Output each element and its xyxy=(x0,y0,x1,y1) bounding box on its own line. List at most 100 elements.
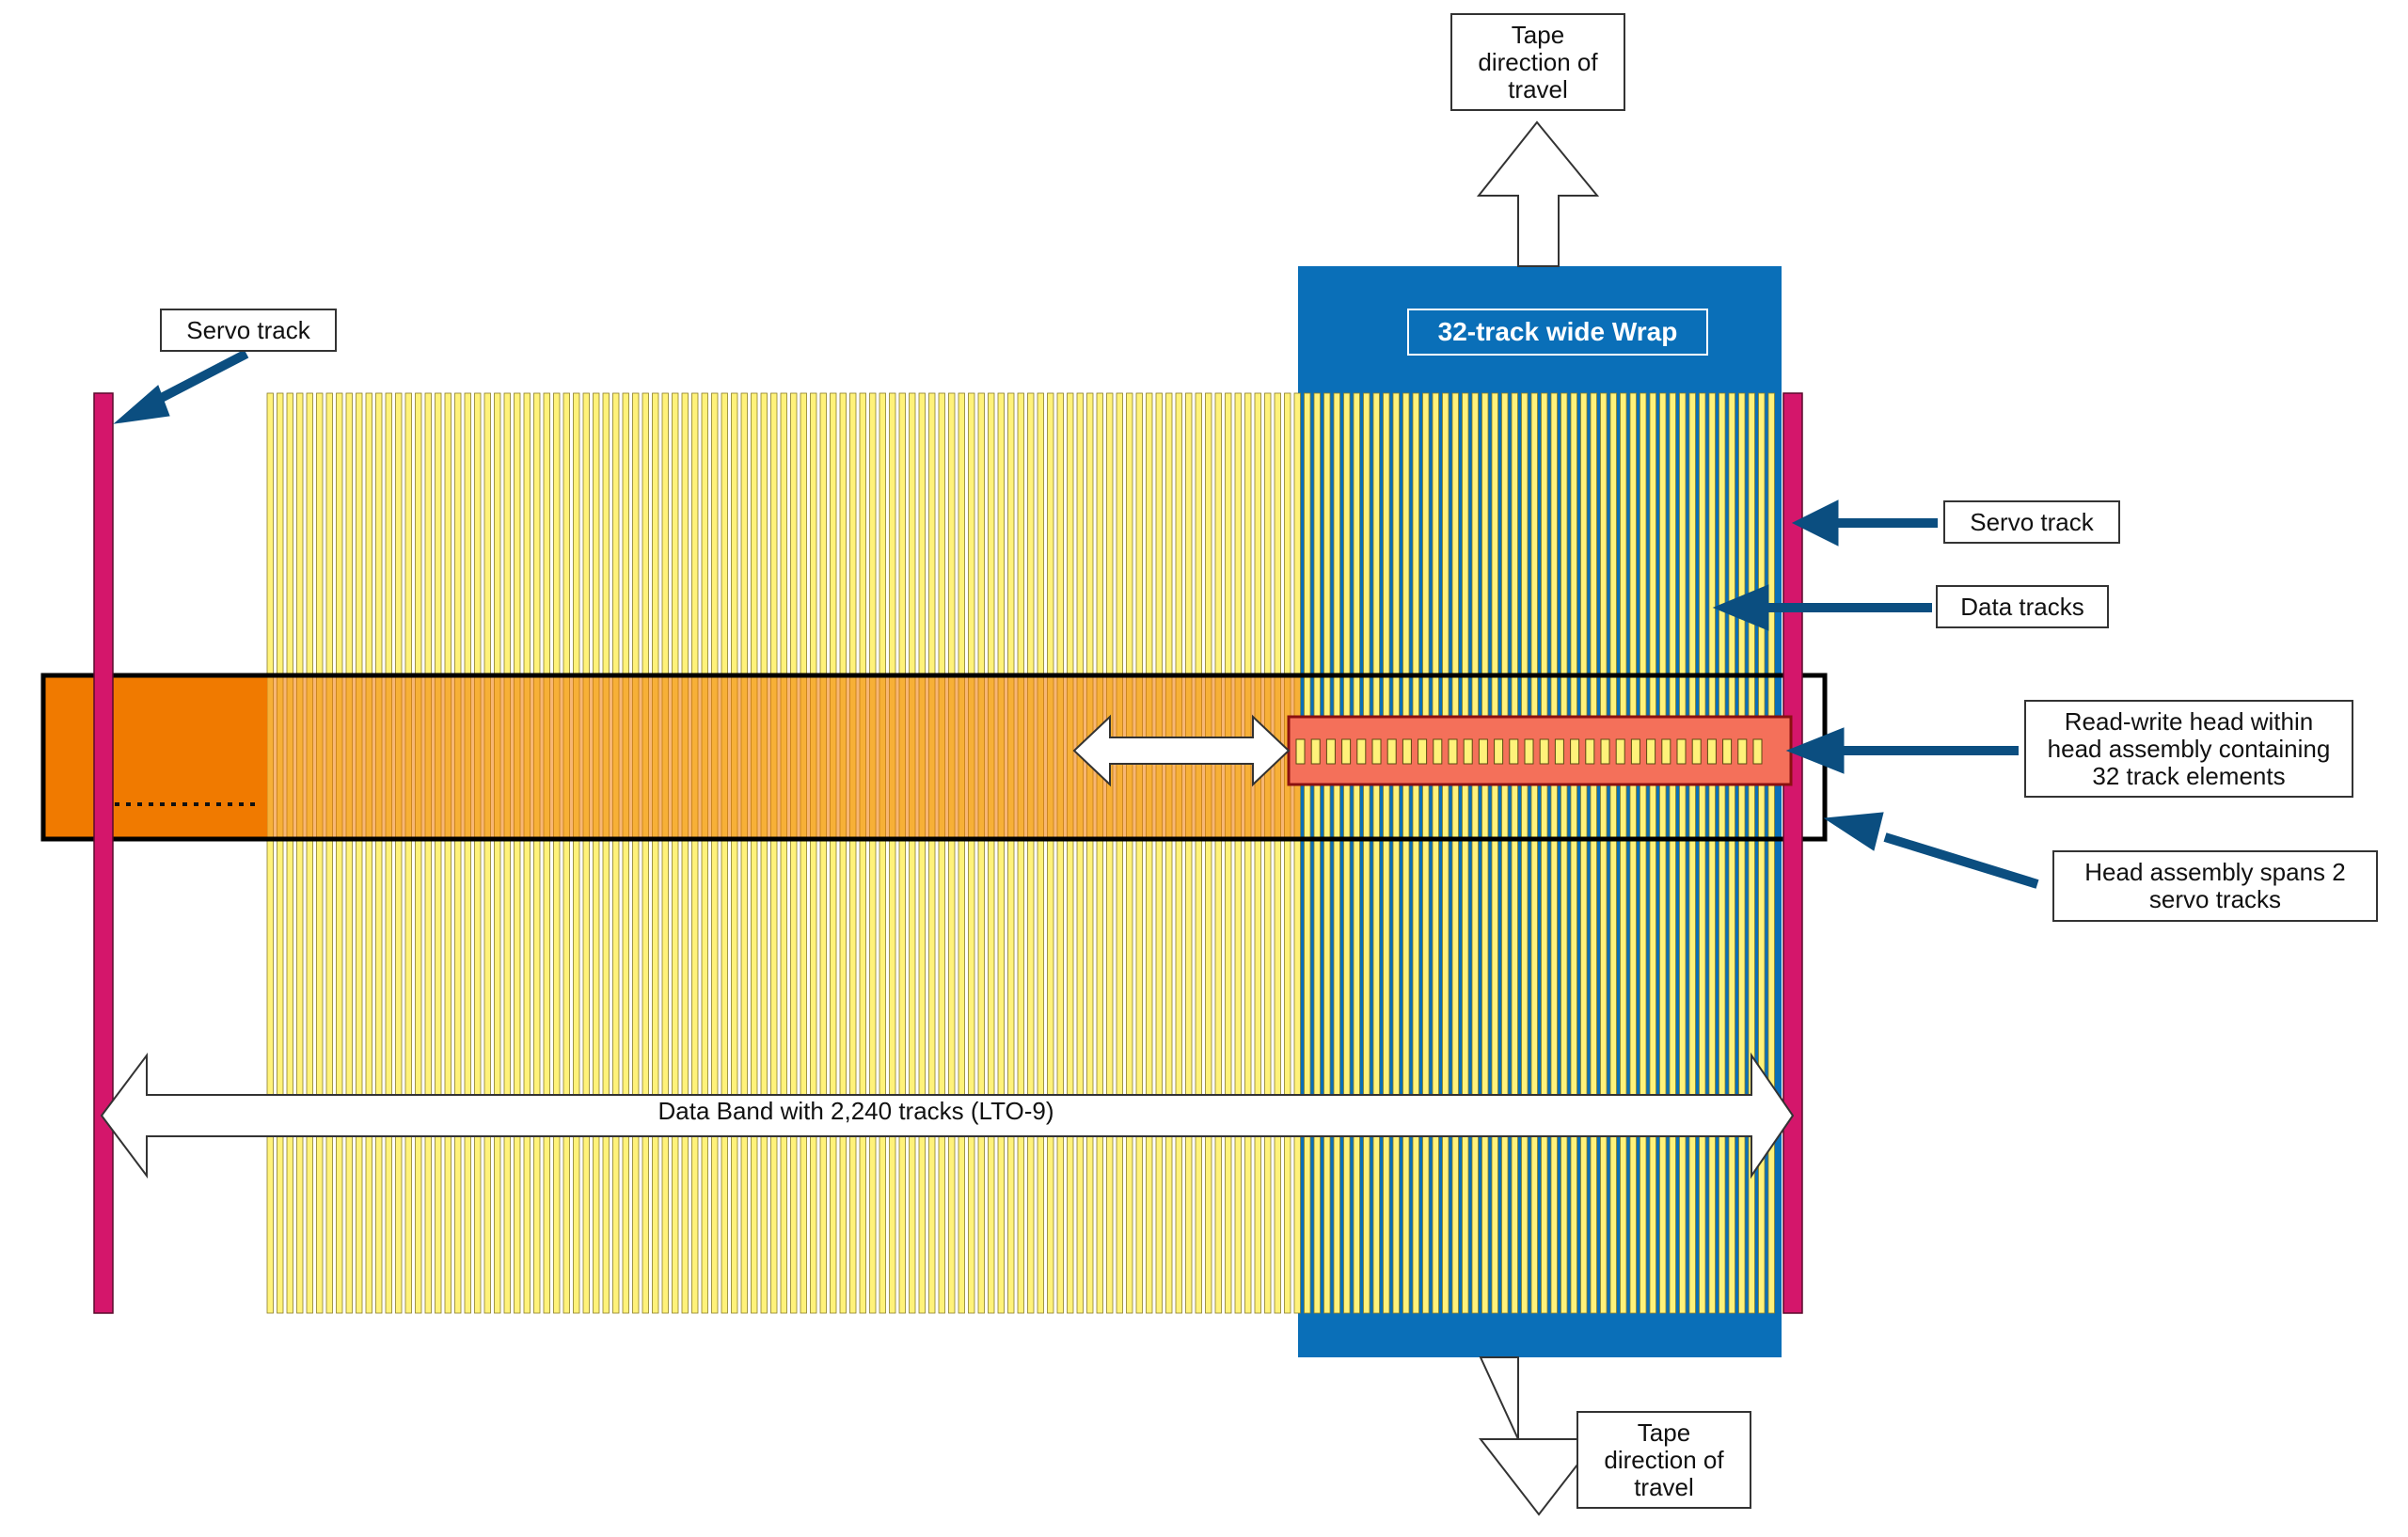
head-track-elements xyxy=(1295,738,1763,765)
data-track xyxy=(938,392,945,1314)
data-track xyxy=(296,392,304,1314)
data-track xyxy=(1067,392,1074,1314)
data-track xyxy=(573,392,580,1314)
data-track xyxy=(1155,392,1163,1314)
data-track xyxy=(1738,392,1746,1314)
data-track xyxy=(701,392,708,1314)
data-track xyxy=(800,392,807,1314)
data-track xyxy=(1708,392,1716,1314)
data-track xyxy=(909,392,916,1314)
head-move-double-arrow xyxy=(1072,714,1291,787)
data-track xyxy=(1580,392,1588,1314)
data-track xyxy=(810,392,817,1314)
data-track xyxy=(1560,392,1568,1314)
head-track-element xyxy=(1418,738,1428,765)
data-track xyxy=(632,392,640,1314)
data-track xyxy=(997,392,1005,1314)
data-track xyxy=(849,392,857,1314)
data-track xyxy=(1412,392,1419,1314)
head-track-element xyxy=(1478,738,1488,765)
data-track xyxy=(1116,392,1123,1314)
head-track-element xyxy=(1691,738,1702,765)
data-track xyxy=(562,392,570,1314)
data-track xyxy=(622,392,629,1314)
head-track-element xyxy=(1646,738,1656,765)
data-track xyxy=(336,392,343,1314)
data-track xyxy=(1471,392,1479,1314)
data-track xyxy=(721,392,728,1314)
data-track xyxy=(474,392,482,1314)
head-track-element xyxy=(1448,738,1458,765)
data-track xyxy=(740,392,748,1314)
servo-track-left-label: Servo track xyxy=(160,309,337,352)
data-track xyxy=(1640,392,1647,1314)
data-track xyxy=(1304,392,1311,1314)
data-track xyxy=(1629,392,1637,1314)
data-track xyxy=(1264,392,1272,1314)
data-track xyxy=(889,392,896,1314)
data-track xyxy=(1037,392,1044,1314)
head-track-element xyxy=(1341,738,1352,765)
data-track xyxy=(770,392,778,1314)
data-track xyxy=(780,392,787,1314)
data-track xyxy=(1530,392,1538,1314)
data-track xyxy=(1699,392,1706,1314)
data-track xyxy=(711,392,719,1314)
head-track-element xyxy=(1371,738,1382,765)
data-track xyxy=(1600,392,1608,1314)
data-track xyxy=(1491,392,1498,1314)
data-track xyxy=(543,392,550,1314)
data-track xyxy=(1679,392,1687,1314)
data-track xyxy=(553,392,561,1314)
data-track xyxy=(928,392,936,1314)
head-track-element xyxy=(1661,738,1671,765)
data-track xyxy=(1146,392,1153,1314)
data-track xyxy=(1284,392,1291,1314)
data-track xyxy=(1501,392,1509,1314)
data-track xyxy=(760,392,768,1314)
data-track xyxy=(948,392,956,1314)
data-track xyxy=(424,392,432,1314)
data-track xyxy=(494,392,501,1314)
data-track xyxy=(356,392,363,1314)
data-track xyxy=(1659,392,1667,1314)
data-track xyxy=(602,392,610,1314)
data-track xyxy=(1214,392,1222,1314)
data-track xyxy=(661,392,669,1314)
head-track-element xyxy=(1524,738,1534,765)
data-track xyxy=(612,392,620,1314)
servo-track-right-label: Servo track xyxy=(1943,500,2120,544)
data-track xyxy=(642,392,649,1314)
data-track xyxy=(691,392,699,1314)
data-track xyxy=(385,392,392,1314)
head-track-element xyxy=(1433,738,1443,765)
pointer-servo-right xyxy=(1791,499,1938,547)
data-band-label: Data Band with 2,240 tracks (LTO-9) xyxy=(657,1097,1054,1125)
data-track xyxy=(1076,392,1084,1314)
head-track-element xyxy=(1676,738,1687,765)
data-track xyxy=(1432,392,1439,1314)
data-track xyxy=(898,392,906,1314)
pointer-servo-left xyxy=(113,349,249,424)
head-track-element xyxy=(1295,738,1306,765)
data-track xyxy=(1353,392,1360,1314)
data-track xyxy=(1225,392,1232,1314)
pointer-rw-head xyxy=(1785,727,2019,774)
data-track xyxy=(1244,392,1252,1314)
data-track xyxy=(1392,392,1400,1314)
data-track xyxy=(365,392,372,1314)
data-track xyxy=(1372,392,1380,1314)
data-track xyxy=(1106,392,1114,1314)
data-track xyxy=(523,392,531,1314)
data-track xyxy=(751,392,758,1314)
data-track xyxy=(1363,392,1370,1314)
data-track xyxy=(672,392,679,1314)
data-track xyxy=(277,392,284,1314)
data-track xyxy=(1135,392,1143,1314)
head-track-element xyxy=(1463,738,1473,765)
data-track xyxy=(1669,392,1676,1314)
data-track xyxy=(869,392,877,1314)
